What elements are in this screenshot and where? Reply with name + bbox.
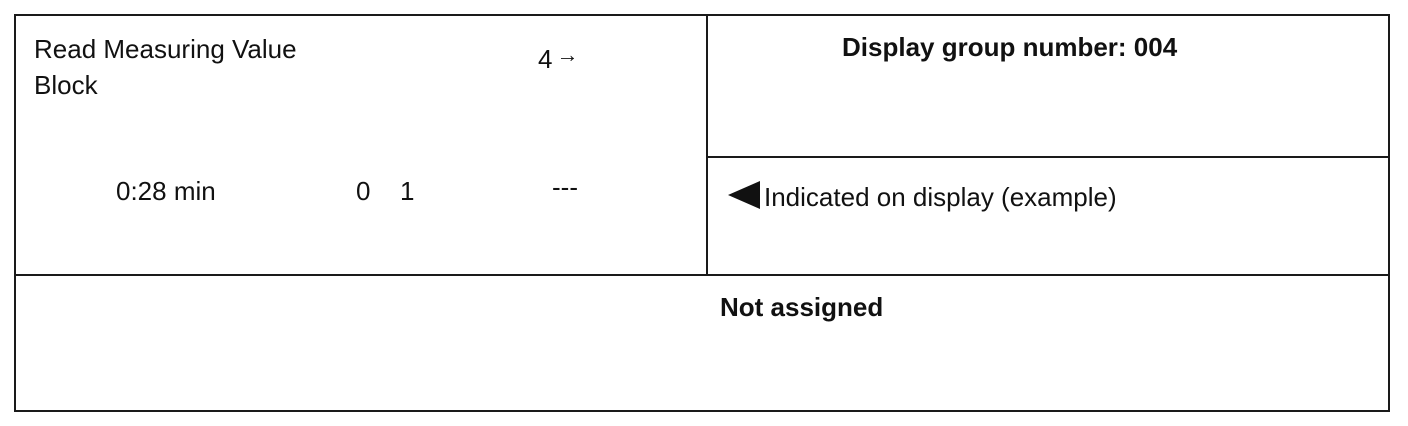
- field-a-value: 0: [356, 176, 371, 206]
- field-b-value: 1: [400, 176, 415, 206]
- indicator-note: Indicated on display (example): [728, 181, 1117, 213]
- right-arrow-icon: →: [556, 42, 579, 67]
- time-value: 0:28 min: [116, 176, 216, 206]
- display-group-label: Display group number: 004: [842, 32, 1178, 62]
- right-cell-divider: [706, 156, 1388, 158]
- block-number-value: 4: [538, 44, 553, 74]
- row-divider: [16, 274, 1388, 276]
- column-divider: [706, 16, 708, 275]
- block-title-line2: Block: [34, 70, 98, 100]
- field-c-value: ---: [552, 172, 578, 202]
- measuring-block-table: Read Measuring Value Block 4→ 0:28 min 0…: [14, 14, 1390, 412]
- block-title-line1: Read Measuring Value: [34, 34, 297, 64]
- status-not-assigned: Not assigned: [720, 292, 884, 322]
- indicator-text: Indicated on display (example): [764, 182, 1117, 212]
- block-number: 4→: [538, 42, 579, 76]
- left-triangle-icon: [728, 181, 760, 210]
